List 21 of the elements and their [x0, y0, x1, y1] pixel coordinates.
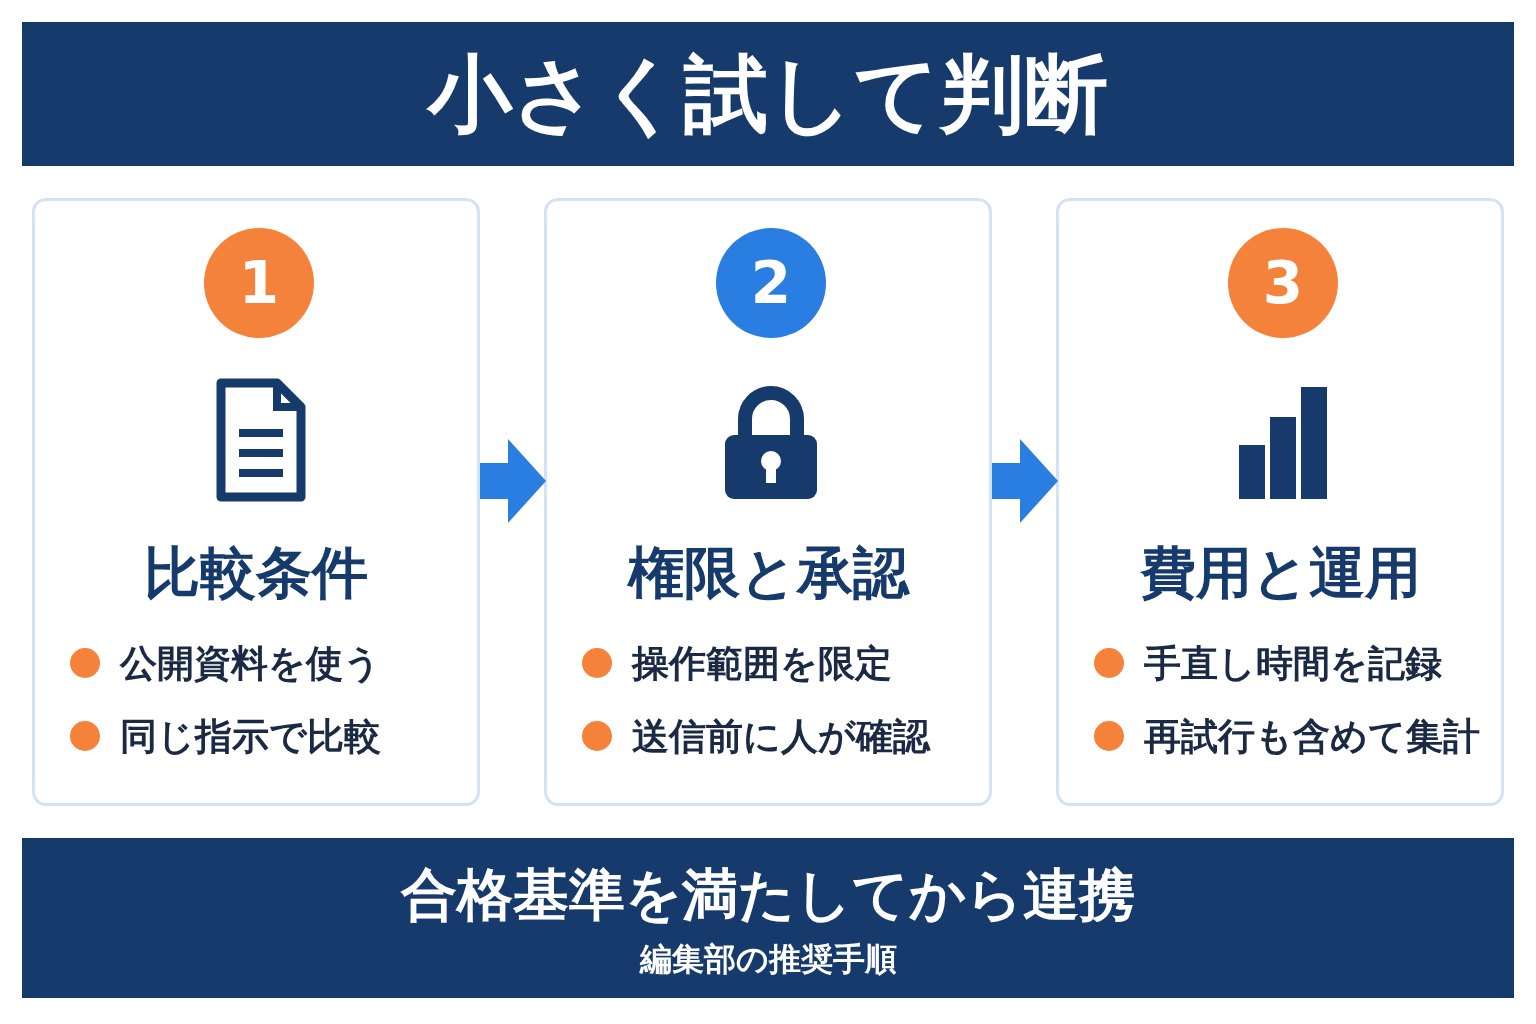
- bullet-text: 同じ指示で比較: [120, 714, 381, 760]
- step-number-badge: 1: [204, 228, 314, 338]
- bullet-text: 操作範囲を限定: [632, 641, 892, 687]
- footer-banner: [22, 838, 1514, 998]
- bullet-text: 再試行も含めて集計: [1144, 714, 1480, 760]
- step-card: [1056, 198, 1504, 806]
- bullet-text: 公開資料を使う: [120, 641, 381, 687]
- bullet-text: 手直し時間を記録: [1144, 641, 1442, 687]
- arrow: [480, 439, 546, 523]
- step-number-badge: 3: [1228, 228, 1338, 338]
- step-card: [544, 198, 992, 806]
- step-heading: 比較条件: [143, 539, 369, 607]
- footer-subtitle: 編集部の推奨手順: [638, 939, 898, 980]
- step-card: [32, 198, 480, 806]
- footer-heading: 合格基準を満たしてから連携: [399, 861, 1136, 929]
- step-number-badge: 2: [716, 228, 826, 338]
- arrow: [992, 439, 1058, 523]
- title-text: 小さく試して判断: [425, 44, 1109, 145]
- step-heading: 権限と承認: [626, 539, 911, 607]
- bullet-text: 送信前に人が確認: [632, 714, 930, 760]
- step-heading: 費用と運用: [1138, 539, 1422, 607]
